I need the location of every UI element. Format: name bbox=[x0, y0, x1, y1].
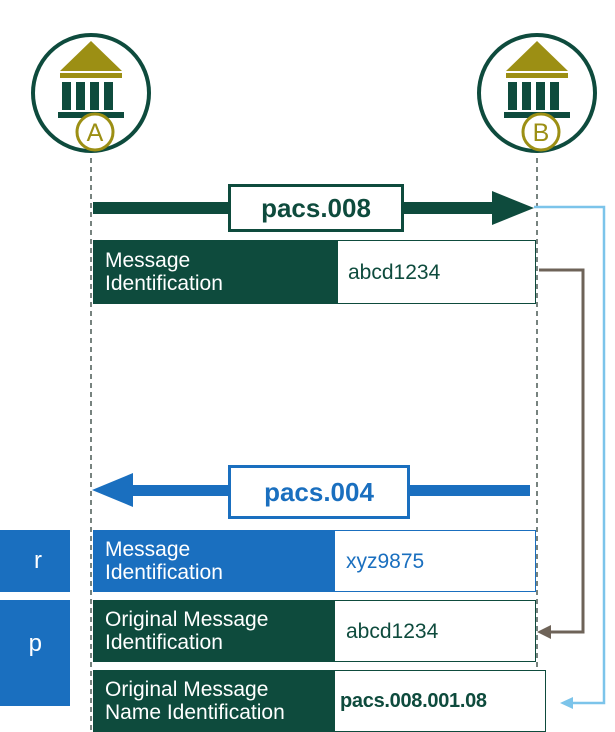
bank-a-label: A bbox=[87, 119, 104, 147]
pacs008-label-box: pacs.008 bbox=[228, 184, 404, 232]
message-name-link bbox=[534, 205, 606, 709]
return-message-id-value: xyz9875 bbox=[334, 530, 536, 592]
original-message-id-value: abcd1234 bbox=[334, 600, 536, 662]
outbound-message-id-label: Message Identification bbox=[93, 240, 337, 304]
bank-b-label: B bbox=[533, 119, 550, 147]
side-tab-bottom: p bbox=[0, 600, 70, 706]
original-message-name-id-label: Original Message Name Identification bbox=[93, 670, 334, 732]
message-id-link bbox=[537, 268, 585, 639]
return-message-id-label: Message Identification bbox=[93, 530, 334, 592]
original-message-id-label: Original Message Identification bbox=[93, 600, 334, 662]
original-message-name-id-value: pacs.008.001.08 bbox=[334, 670, 546, 732]
outbound-message-id-value: abcd1234 bbox=[337, 240, 536, 304]
pacs004-label: pacs.004 bbox=[264, 476, 374, 507]
side-tab-top: r bbox=[0, 530, 70, 592]
pacs008-label: pacs.008 bbox=[261, 192, 371, 223]
pacs004-label-box: pacs.004 bbox=[228, 465, 410, 519]
bank-b-icon: B bbox=[477, 33, 597, 153]
bank-a-icon: A bbox=[31, 33, 151, 153]
